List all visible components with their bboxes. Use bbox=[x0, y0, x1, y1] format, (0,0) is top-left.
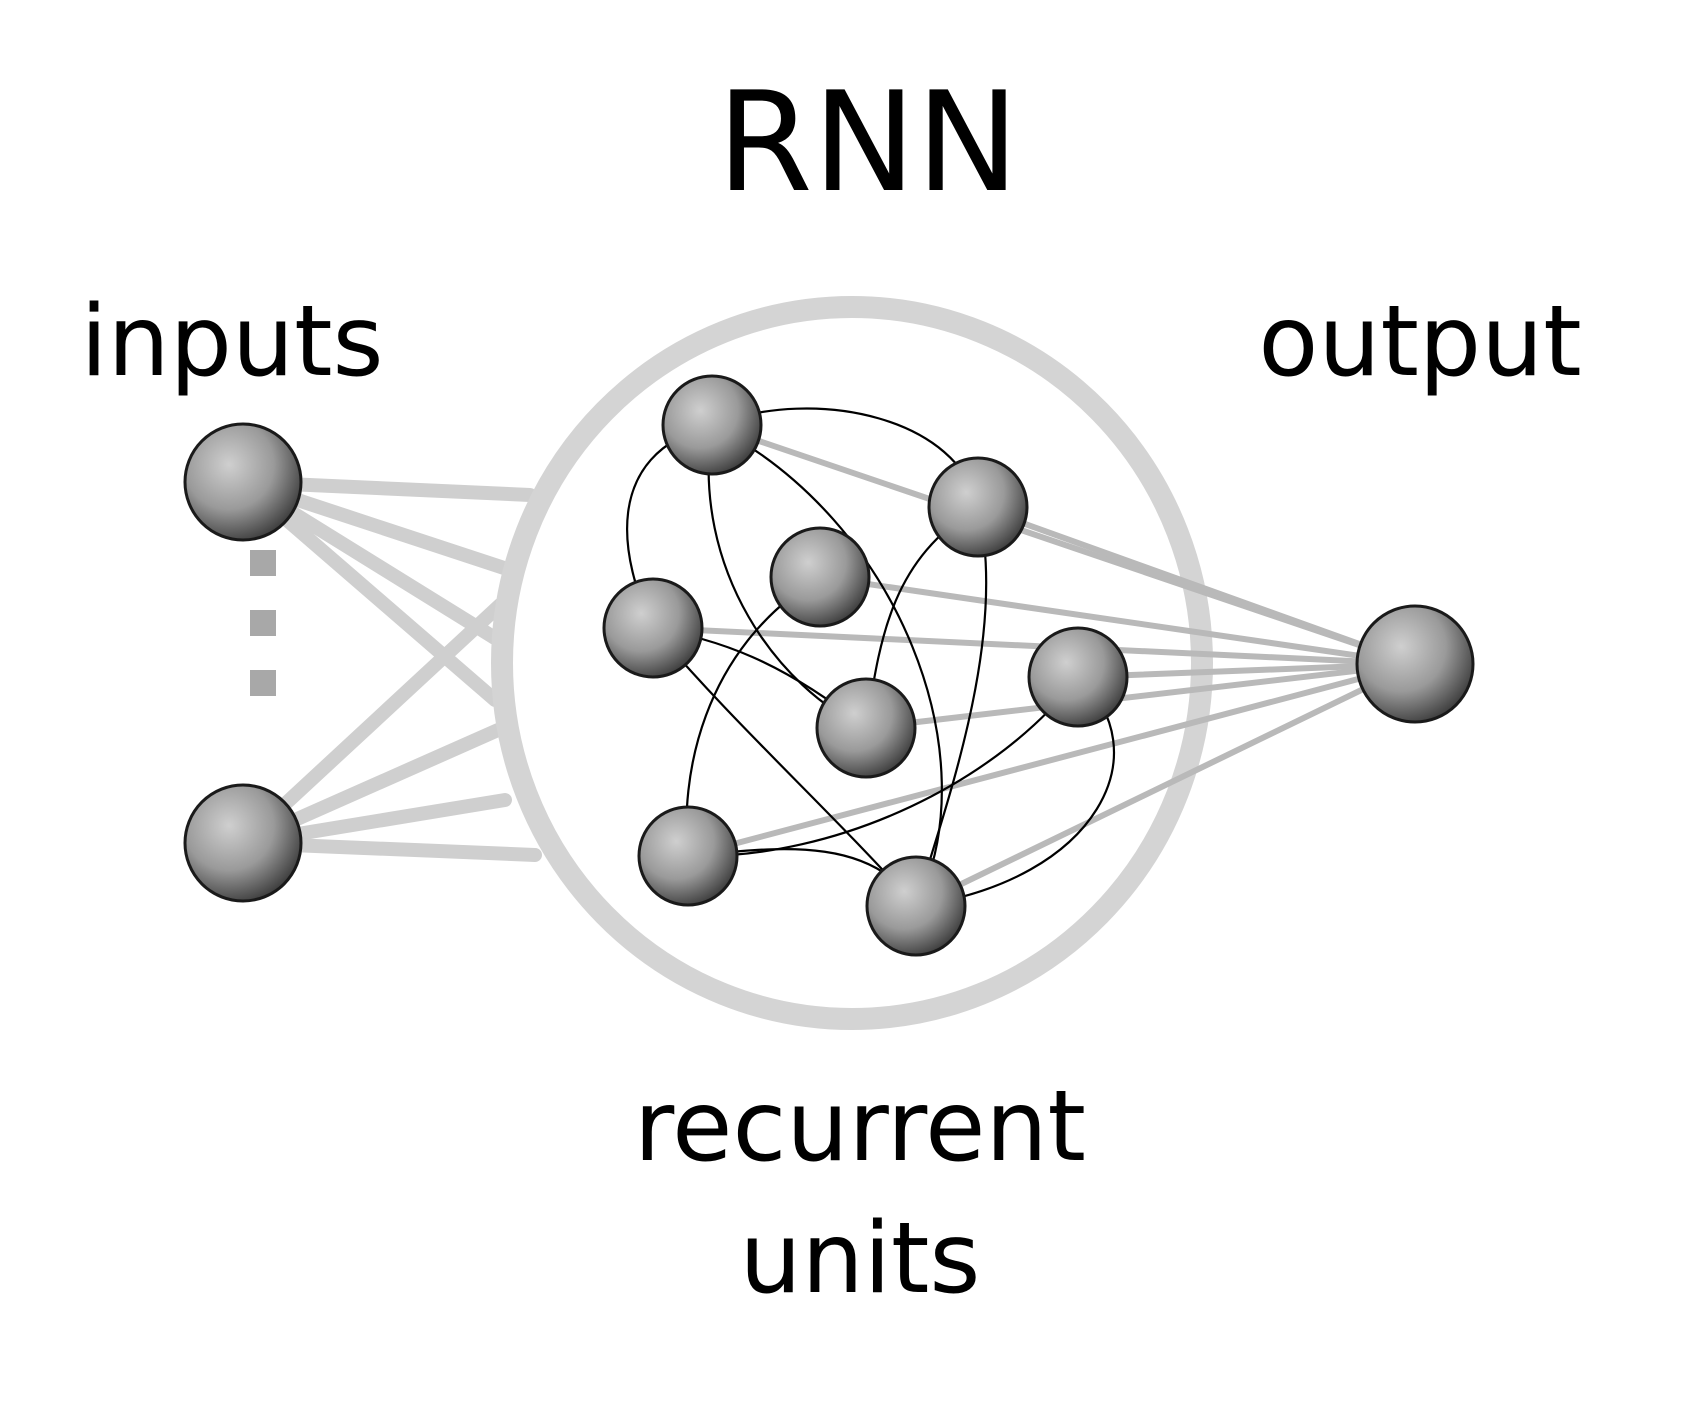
input-node bbox=[183, 422, 303, 542]
output-edge bbox=[863, 661, 1418, 731]
recurrent-edge bbox=[711, 424, 943, 907]
recurrent-units-label-line1: recurrent bbox=[634, 1070, 1086, 1184]
recurrent-edge bbox=[652, 627, 917, 907]
recurrent-edge bbox=[687, 676, 1079, 858]
recurrent-unit-node bbox=[637, 805, 739, 907]
recurrent-unit-node bbox=[927, 456, 1029, 558]
recurrent-unit-node bbox=[769, 526, 871, 628]
output-edge bbox=[685, 661, 1418, 859]
ellipsis-dots bbox=[250, 550, 276, 696]
output-label: output bbox=[1258, 285, 1581, 399]
recurrent-unit-node bbox=[602, 577, 704, 679]
recurrent-unit-node bbox=[661, 374, 763, 476]
recurrent-edge bbox=[914, 506, 988, 907]
recurrent-unit-node bbox=[1027, 626, 1129, 728]
inputs-label: inputs bbox=[80, 285, 383, 399]
output-edge bbox=[650, 625, 1418, 667]
output-node bbox=[1355, 604, 1475, 724]
output-edges bbox=[650, 422, 1418, 909]
output-edge bbox=[975, 504, 1418, 667]
output-edge bbox=[817, 574, 1418, 667]
input-node bbox=[183, 783, 303, 903]
recurrent-pool-boundary bbox=[491, 296, 1213, 1030]
recurrent-units-label-line2: units bbox=[740, 1202, 981, 1316]
recurrent-unit-node bbox=[865, 855, 967, 957]
output-edge bbox=[913, 661, 1418, 909]
recurrent-unit-node bbox=[815, 677, 917, 779]
diagram-title: RNN bbox=[717, 62, 1019, 223]
